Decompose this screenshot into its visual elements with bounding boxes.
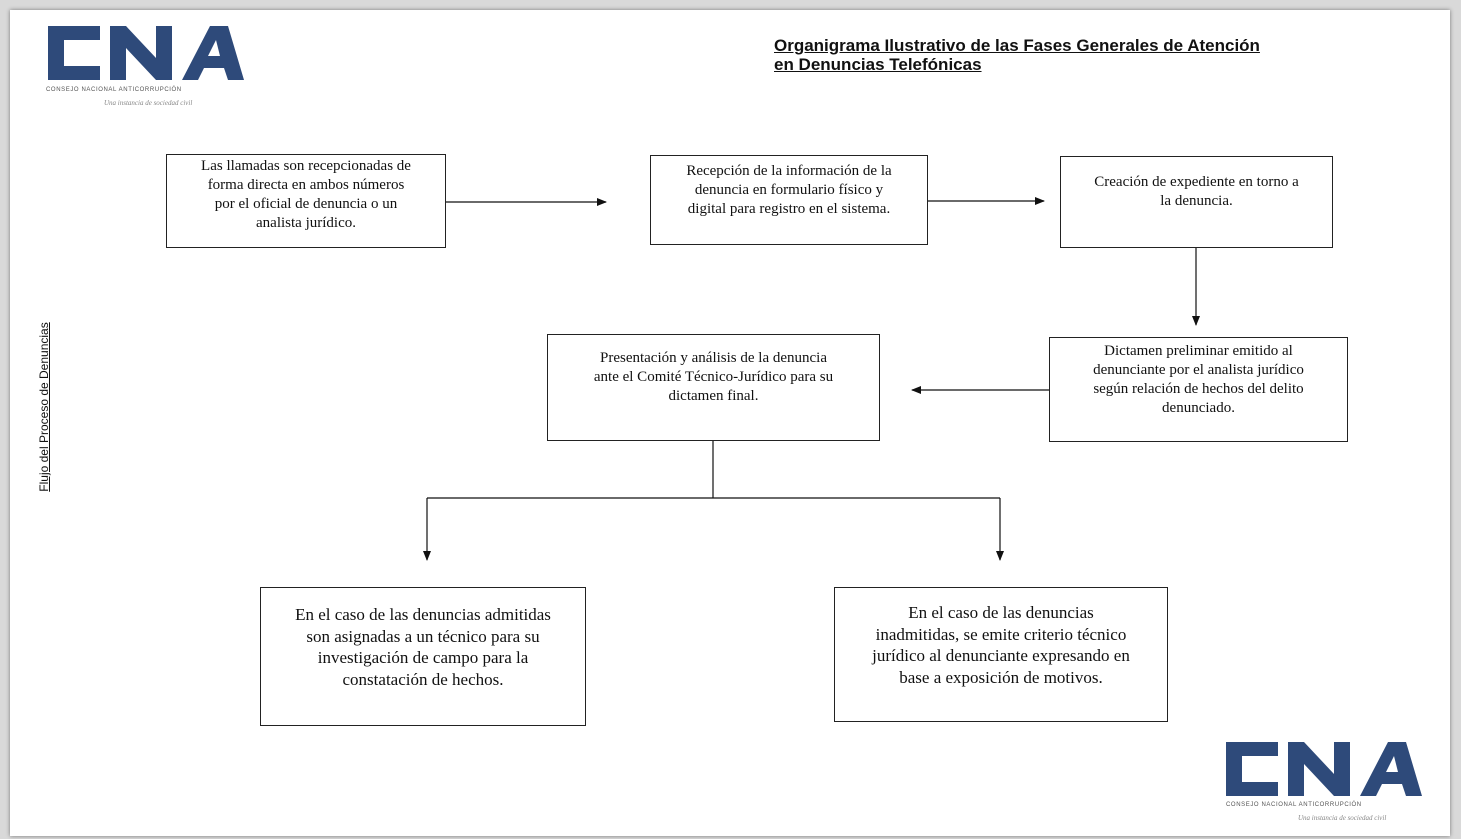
box-inadmitidas-line-2: inadmitidas, se emite criterio técnico	[875, 624, 1127, 644]
cna-logo-mark-bottom	[1226, 742, 1422, 796]
box-creacion: Creación de expediente en torno a la den…	[1060, 156, 1333, 248]
document-page: CONSEJO NACIONAL ANTICORRUPCIÓN Una inst…	[10, 10, 1450, 836]
box-inadmitidas: En el caso de las denuncias inadmitidas,…	[834, 587, 1168, 722]
box-dictamen-line-3: según relación de hechos del delito	[1093, 381, 1304, 397]
logo-bottom-tagline: Una instancia de sociedad civil	[1298, 814, 1387, 822]
box-dictamen-line-4: denunciado.	[1162, 400, 1235, 416]
cna-logo-bottom: CONSEJO NACIONAL ANTICORRUPCIÓN Una inst…	[1222, 738, 1428, 830]
flow-connectors	[423, 197, 1200, 561]
cna-logo-top: CONSEJO NACIONAL ANTICORRUPCIÓN Una inst…	[44, 22, 248, 110]
box-inadmitidas-line-3: jurídico al denunciante expresando en	[872, 646, 1130, 665]
title-line-2: en Denuncias Telefónicas	[774, 55, 982, 74]
logo-tagline: Una instancia de sociedad civil	[104, 99, 193, 107]
box-admitidas: En el caso de las denuncias admitidas so…	[260, 587, 586, 726]
box-recepcion-line-1: Recepción de la información de la	[686, 163, 892, 179]
box-llamadas-line-1: Las llamadas son recepcionadas de	[201, 158, 411, 174]
box-recepcion-line-3: digital para registro en el sistema.	[687, 201, 891, 217]
logo-bottom-org-name: CONSEJO NACIONAL ANTICORRUPCIÓN	[1226, 802, 1362, 808]
logo-org-name: CONSEJO NACIONAL ANTICORRUPCIÓN	[46, 87, 182, 93]
box-inadmitidas-line-4: base a exposición de motivos.	[899, 667, 1103, 687]
box-admitidas-line-2: son asignadas a un técnico para su	[306, 626, 540, 646]
box-recepcion: Recepción de la información de la denunc…	[650, 155, 928, 245]
box-inadmitidas-line-1: En el caso de las denuncias	[908, 603, 1094, 622]
box-llamadas-line-4: analista jurídico.	[256, 215, 356, 231]
box-presentacion: Presentación y análisis de la denuncia a…	[547, 334, 880, 441]
box-dictamen-line-1: Dictamen preliminar emitido al	[1104, 343, 1293, 359]
box-presentacion-line-3: dictamen final.	[668, 388, 759, 404]
box-presentacion-line-1: Presentación y análisis de la denuncia	[599, 350, 827, 366]
box-admitidas-line-1: En el caso de las denuncias admitidas	[295, 605, 551, 624]
box-creacion-line-2: la denuncia.	[1160, 193, 1233, 209]
box-recepcion-line-2: denuncia en formulario físico y	[694, 182, 884, 198]
box-llamadas: Las llamadas son recepcionadas de forma …	[166, 154, 446, 248]
box-llamadas-line-2: forma directa en ambos números	[207, 177, 405, 193]
title-line-1: Organigrama Ilustrativo de las Fases Gen…	[774, 36, 1260, 55]
box-dictamen: Dictamen preliminar emitido al denuncian…	[1049, 337, 1348, 442]
cna-logo-mark	[48, 26, 244, 80]
box-dictamen-line-2: denunciante por el analista jurídico	[1093, 362, 1304, 378]
box-creacion-line-1: Creación de expediente en torno a	[1094, 174, 1299, 190]
box-admitidas-line-3: investigación de campo para la	[317, 648, 529, 667]
box-admitidas-line-4: constatación de hechos.	[342, 669, 504, 689]
box-llamadas-line-3: por el oficial de denuncia o un	[214, 196, 398, 212]
box-presentacion-line-2: ante el Comité Técnico-Jurídico para su	[593, 369, 834, 385]
diagram-title: Organigrama Ilustrativo de las Fases Gen…	[774, 36, 1414, 74]
